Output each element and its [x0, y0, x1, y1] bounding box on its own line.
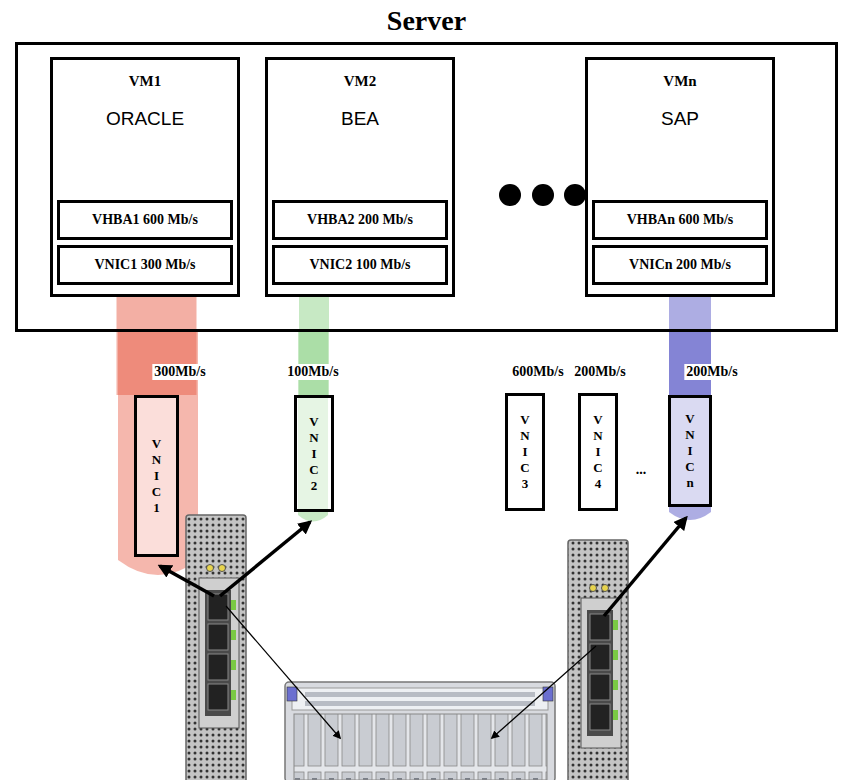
server-box: ServerVM1ORACLEVHBA1 600 Mb/sVNIC1 300 M… [15, 42, 838, 332]
port-label: VNICn [684, 411, 697, 491]
ellipsis-label: ... [634, 462, 649, 478]
bandwidth-label: 200Mb/s [572, 364, 627, 380]
ellipsis-dots [499, 184, 586, 206]
storage-array [285, 682, 555, 780]
vnic-port: VNICn [668, 395, 712, 507]
vnic-port: VNIC2 [294, 395, 334, 512]
app-name: BEA [268, 108, 452, 130]
app-name: SAP [588, 108, 772, 130]
vm-box: VMnSAP VHBAn 600 Mb/sVNICn 200 Mb/s [585, 57, 775, 297]
port-label: VNIC3 [519, 412, 532, 492]
network-switch [186, 515, 246, 780]
vm-box: VM1ORACLE VHBA1 600 Mb/sVNIC1 300 Mb/s [50, 57, 240, 297]
port-label: VHBA2 200 Mb/s [307, 212, 413, 228]
vnic-port: VNIC3 [505, 393, 545, 511]
vm-name: VM1 [53, 73, 237, 90]
vm-name: VMn [588, 73, 772, 90]
port-label: VHBA1 600 Mb/s [92, 212, 198, 228]
port-label: VHBAn 600 Mb/s [627, 212, 734, 228]
bandwidth-label: 100Mb/s [285, 364, 340, 380]
switch-links [160, 518, 686, 738]
bandwidth-label: 600Mb/s [510, 364, 565, 380]
vnic-box: VNIC1 300 Mb/s [57, 245, 233, 285]
vhba-box: VHBA2 200 Mb/s [272, 200, 448, 240]
port-label: VNICn 200 Mb/s [629, 257, 731, 273]
vnic-port: VNIC1 [134, 395, 179, 557]
vnic-port: VNIC4 [578, 393, 618, 511]
server-title: Server [18, 5, 835, 37]
port-label: VNIC1 [150, 436, 163, 516]
vnic-box: VNICn 200 Mb/s [592, 245, 768, 285]
network-switch [568, 540, 628, 780]
vm-box: VM2BEA VHBA2 200 Mb/sVNIC2 100 Mb/s [265, 57, 455, 297]
port-label: VNIC1 300 Mb/s [94, 257, 195, 273]
port-label: VNIC2 100 Mb/s [309, 257, 410, 273]
app-name: ORACLE [53, 108, 237, 130]
port-label: VNIC4 [592, 412, 605, 492]
bandwidth-label: 200Mb/s [684, 364, 739, 380]
vhba-box: VHBA1 600 Mb/s [57, 200, 233, 240]
bandwidth-label: 300Mb/s [152, 364, 207, 380]
vhba-box: VHBAn 600 Mb/s [592, 200, 768, 240]
vnic-box: VNIC2 100 Mb/s [272, 245, 448, 285]
vm-name: VM2 [268, 73, 452, 90]
port-label: VNIC2 [308, 414, 321, 494]
